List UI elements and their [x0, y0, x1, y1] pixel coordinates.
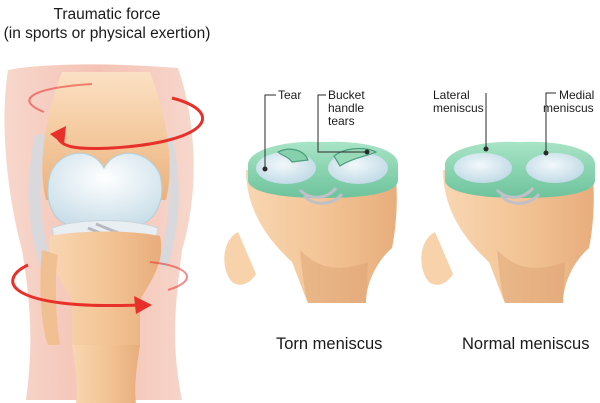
femoral-condyles	[47, 152, 163, 227]
fibula	[40, 250, 60, 345]
heading-line-1: Traumatic force	[53, 6, 161, 23]
lateral-label-line-1: Lateral	[433, 88, 470, 102]
torn-tibia-shadow	[300, 250, 368, 303]
torn-ligament-fibers	[298, 186, 344, 205]
normal-tibia	[443, 170, 594, 303]
normal-condyle-bump	[421, 232, 453, 285]
bucket-label-line-3: tears	[328, 114, 355, 128]
right-ligament	[159, 135, 179, 267]
leader-lines	[262, 92, 556, 172]
medial-label-line-1: Medial	[559, 88, 595, 102]
upper-force-arrow	[56, 96, 205, 150]
torn-meniscus-caption: Torn meniscus	[276, 335, 383, 353]
normal-meniscus-caption: Normal meniscus	[462, 335, 590, 353]
knee-illustration	[4, 64, 205, 403]
torn-condyle-bump	[224, 232, 256, 285]
tear-notch	[276, 148, 309, 163]
tibia	[49, 231, 162, 345]
bucket-label-line-1: Bucket	[328, 88, 365, 102]
lower-force-arrow	[11, 263, 141, 308]
lateral-label-line-2: meniscus	[433, 101, 484, 115]
tear-label: Tear	[278, 88, 302, 102]
heading-line-2: (in sports or physical exertion)	[3, 25, 211, 42]
normal-lateral-plateau	[454, 153, 512, 183]
tear-leader	[264, 94, 276, 168]
torn-meniscus-illustration	[224, 141, 398, 303]
lower-arrow-back	[149, 261, 189, 291]
normal-tibia-shadow	[497, 250, 565, 303]
medial-label-line-2: meniscus	[543, 101, 594, 115]
bucket-label-line-2: handle	[328, 101, 365, 115]
torn-tibia	[246, 170, 397, 303]
bucket-leader	[317, 94, 366, 153]
medial-leader	[545, 92, 556, 152]
normal-meniscus-illustration	[421, 141, 595, 303]
lower-leg-bone	[72, 345, 140, 403]
normal-medial-plateau	[526, 153, 584, 183]
upper-arrow-back	[28, 83, 93, 113]
normal-ligament-fibers	[495, 186, 541, 205]
